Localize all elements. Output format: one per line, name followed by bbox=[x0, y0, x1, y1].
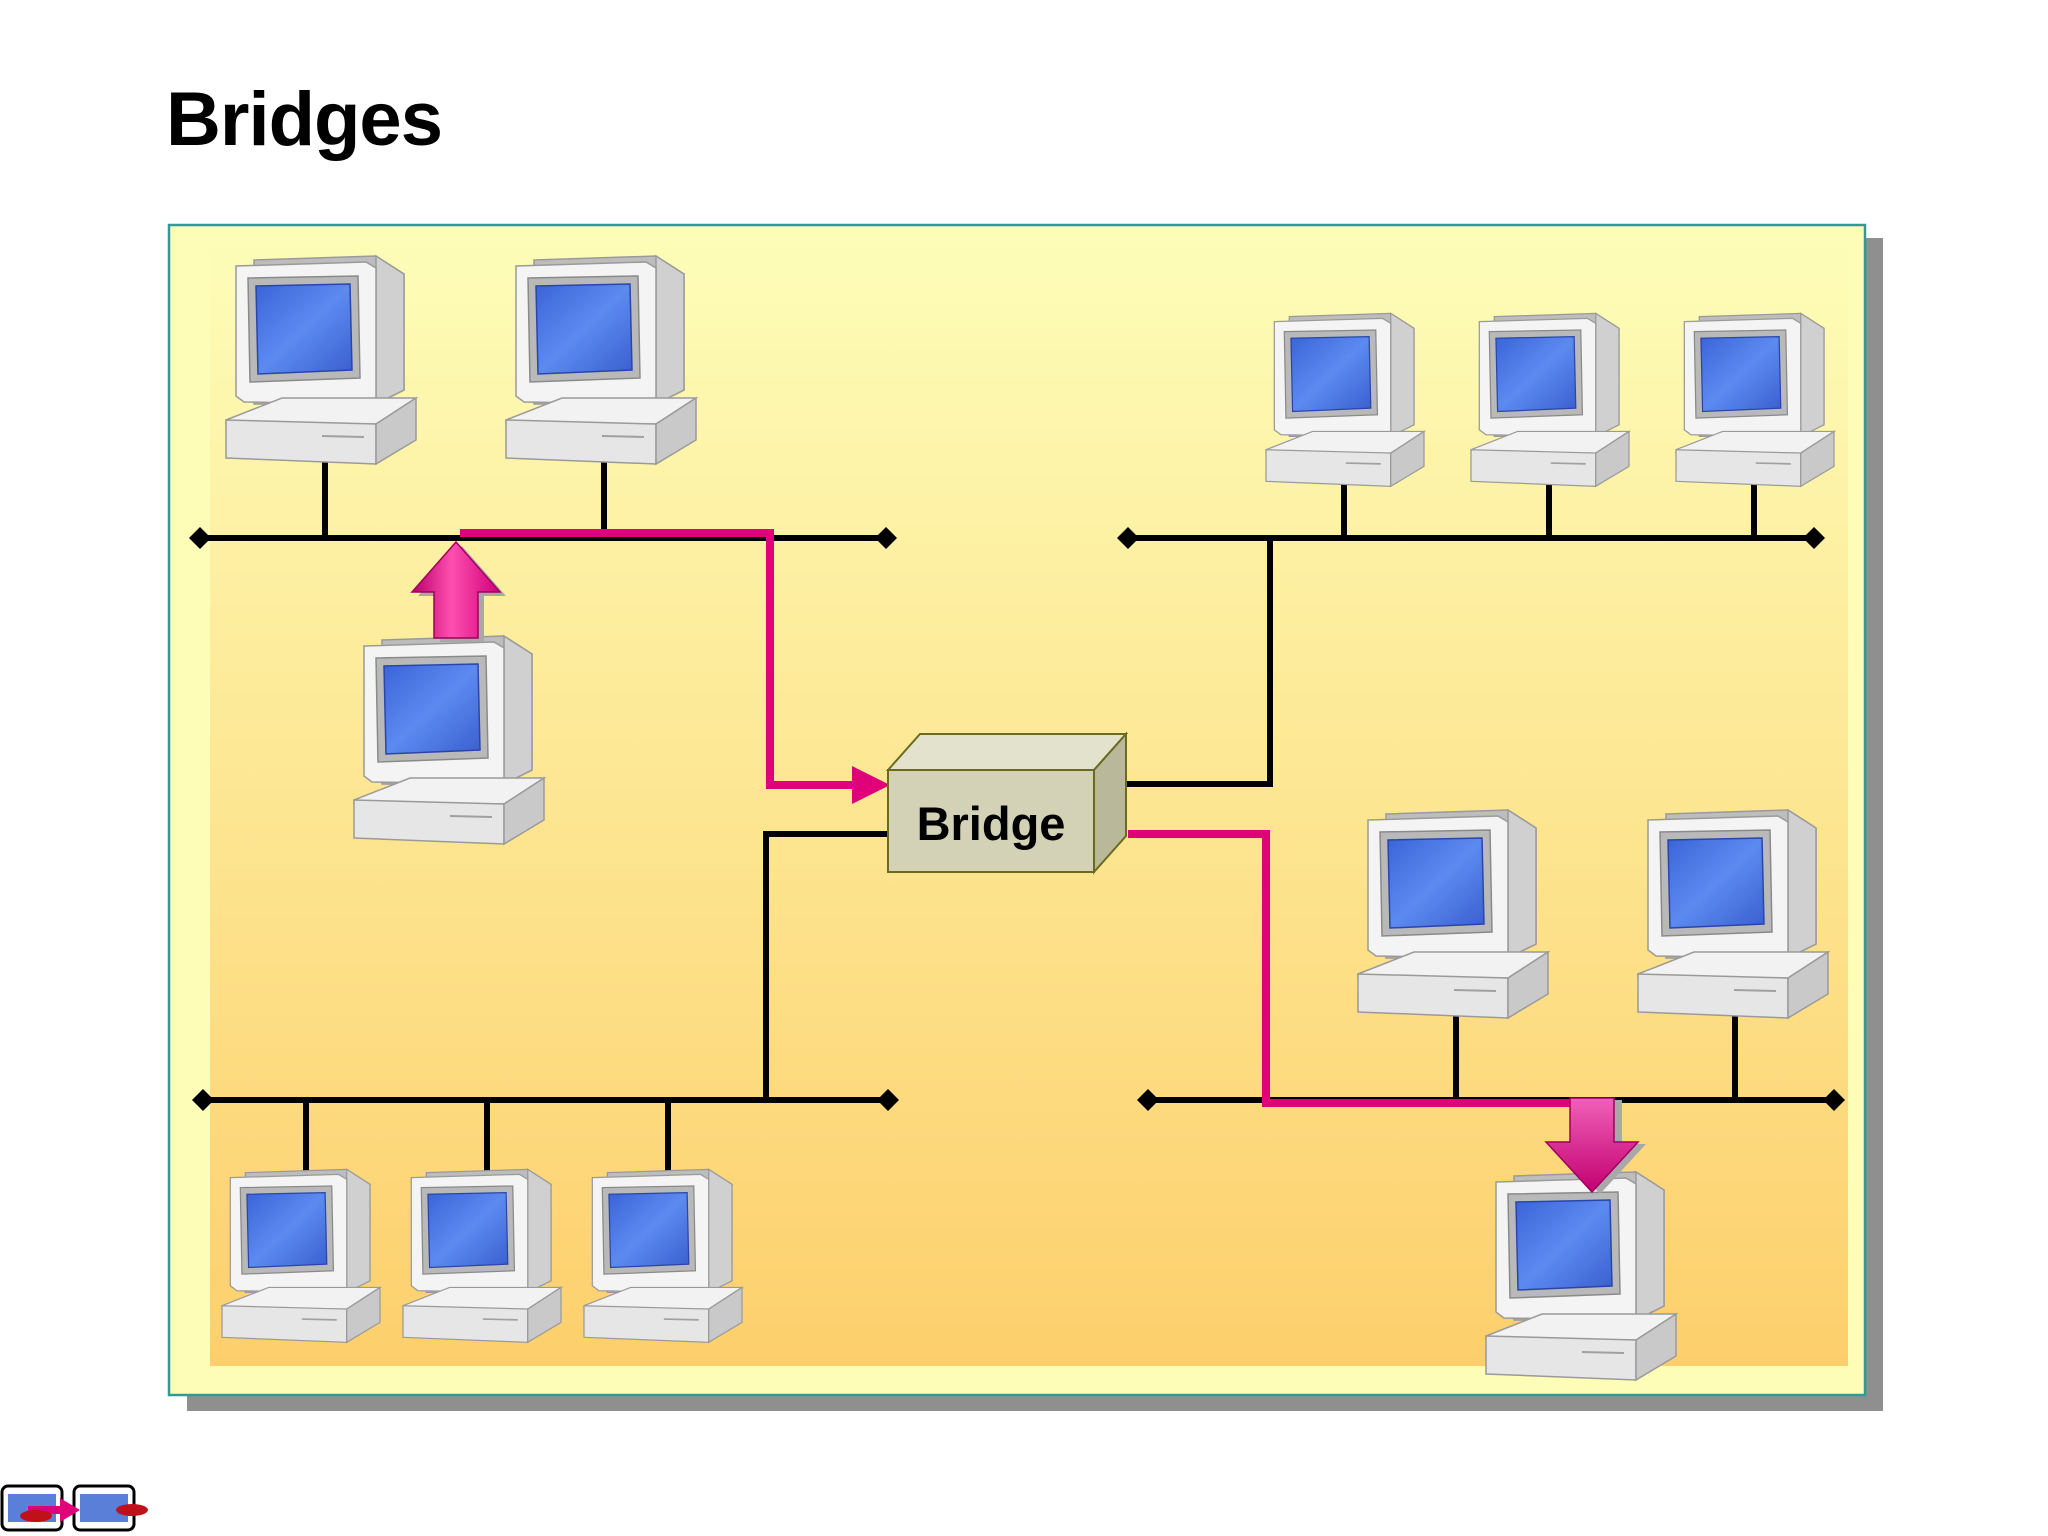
packet-path-inbound bbox=[460, 529, 858, 789]
desktop-computer-icon bbox=[1357, 809, 1549, 1019]
bridge-label: Bridge bbox=[917, 797, 1066, 850]
desktop-computer-icon bbox=[221, 1168, 381, 1344]
slide-title: Bridges bbox=[166, 77, 443, 162]
sender-computer-icon bbox=[353, 635, 545, 845]
desktop-computer-icon bbox=[1675, 312, 1835, 488]
bridge-port-b-cable bbox=[1125, 535, 1273, 787]
desktop-computer-icon bbox=[1265, 312, 1425, 488]
packet-receive-arrow-icon bbox=[1544, 1097, 1646, 1194]
bridge-device-icon: Bridge bbox=[885, 731, 1129, 875]
desktop-computer-icon bbox=[583, 1168, 743, 1344]
packet-path-outbound bbox=[1128, 830, 1600, 1107]
packet-send-arrow-icon bbox=[410, 540, 506, 642]
desktop-computer-icon bbox=[505, 255, 697, 465]
desktop-computer-icon bbox=[1637, 809, 1829, 1019]
arrow-into-bridge-icon bbox=[852, 766, 890, 804]
bridge-port-c-cable bbox=[763, 831, 891, 1103]
desktop-computer-icon bbox=[402, 1168, 562, 1344]
receiver-computer-icon bbox=[1485, 1171, 1677, 1381]
slide-navigation-icon[interactable] bbox=[0, 1480, 150, 1536]
desktop-computer-icon bbox=[1470, 312, 1630, 488]
desktop-computer-icon bbox=[225, 255, 417, 465]
